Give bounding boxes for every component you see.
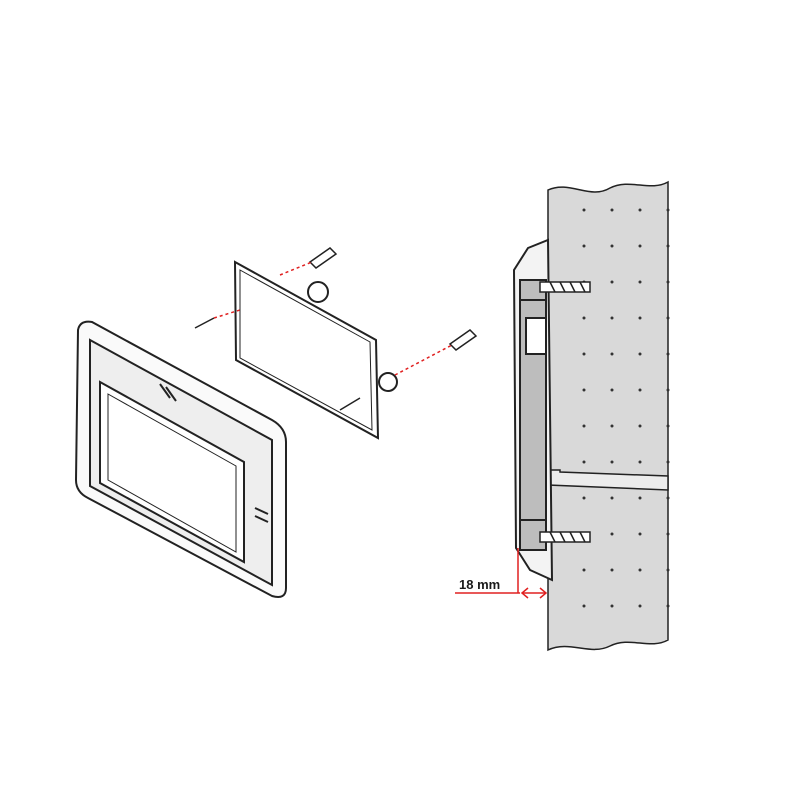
- wall-dot: [638, 244, 642, 248]
- wall-dot: [666, 460, 670, 464]
- dimension-label: 18 mm: [459, 577, 501, 592]
- wall-mounting-plate: [233, 260, 398, 440]
- wall-dot: [666, 316, 670, 320]
- wall-dot: [610, 532, 614, 536]
- alignment-dashes: [213, 261, 453, 376]
- wall-dot: [610, 604, 614, 608]
- wall-dot: [582, 244, 586, 248]
- wall-dot: [610, 208, 614, 212]
- wall-dot: [610, 244, 614, 248]
- wall-dot: [638, 604, 642, 608]
- wall-dot: [666, 568, 670, 572]
- wall-dot: [666, 352, 670, 356]
- wall-dot: [610, 496, 614, 500]
- wall-dot: [638, 388, 642, 392]
- wall-dot: [666, 496, 670, 500]
- wall-dot: [666, 244, 670, 248]
- wall-dot: [638, 568, 642, 572]
- screws-and-anchors: [194, 247, 478, 411]
- wall-dot: [666, 280, 670, 284]
- wall-dot: [666, 604, 670, 608]
- dimension-18mm: [455, 548, 548, 599]
- wall-dot: [638, 424, 642, 428]
- wall-dot: [666, 424, 670, 428]
- wall-dot: [610, 352, 614, 356]
- wall-dot: [638, 460, 642, 464]
- wall-dot: [582, 208, 586, 212]
- wall-dot: [582, 388, 586, 392]
- wall-dot: [638, 352, 642, 356]
- wall-dot: [582, 460, 586, 464]
- wall-dot: [666, 388, 670, 392]
- wall-dot: [638, 208, 642, 212]
- device-front-frame: [74, 320, 287, 598]
- wall-dot: [582, 424, 586, 428]
- wall-dot: [582, 604, 586, 608]
- wall-screw-bottom: [539, 531, 591, 543]
- wall-dot: [638, 316, 642, 320]
- wall-dot: [610, 424, 614, 428]
- wall-dot: [582, 568, 586, 572]
- wall-dot: [638, 280, 642, 284]
- wall-dot: [666, 532, 670, 536]
- wall-section: [547, 180, 670, 652]
- wall-dot: [582, 352, 586, 356]
- device-side-profile: [512, 238, 554, 582]
- wall-dot: [610, 460, 614, 464]
- wall-dot: [638, 532, 642, 536]
- wall-dot: [610, 316, 614, 320]
- wall-dot: [666, 208, 670, 212]
- wall-dot: [610, 280, 614, 284]
- wall-dot: [582, 496, 586, 500]
- wall-dot: [582, 316, 586, 320]
- wall-dot: [610, 388, 614, 392]
- wall-dot: [638, 496, 642, 500]
- wall-dot: [610, 568, 614, 572]
- wall-screw-top: [539, 281, 591, 293]
